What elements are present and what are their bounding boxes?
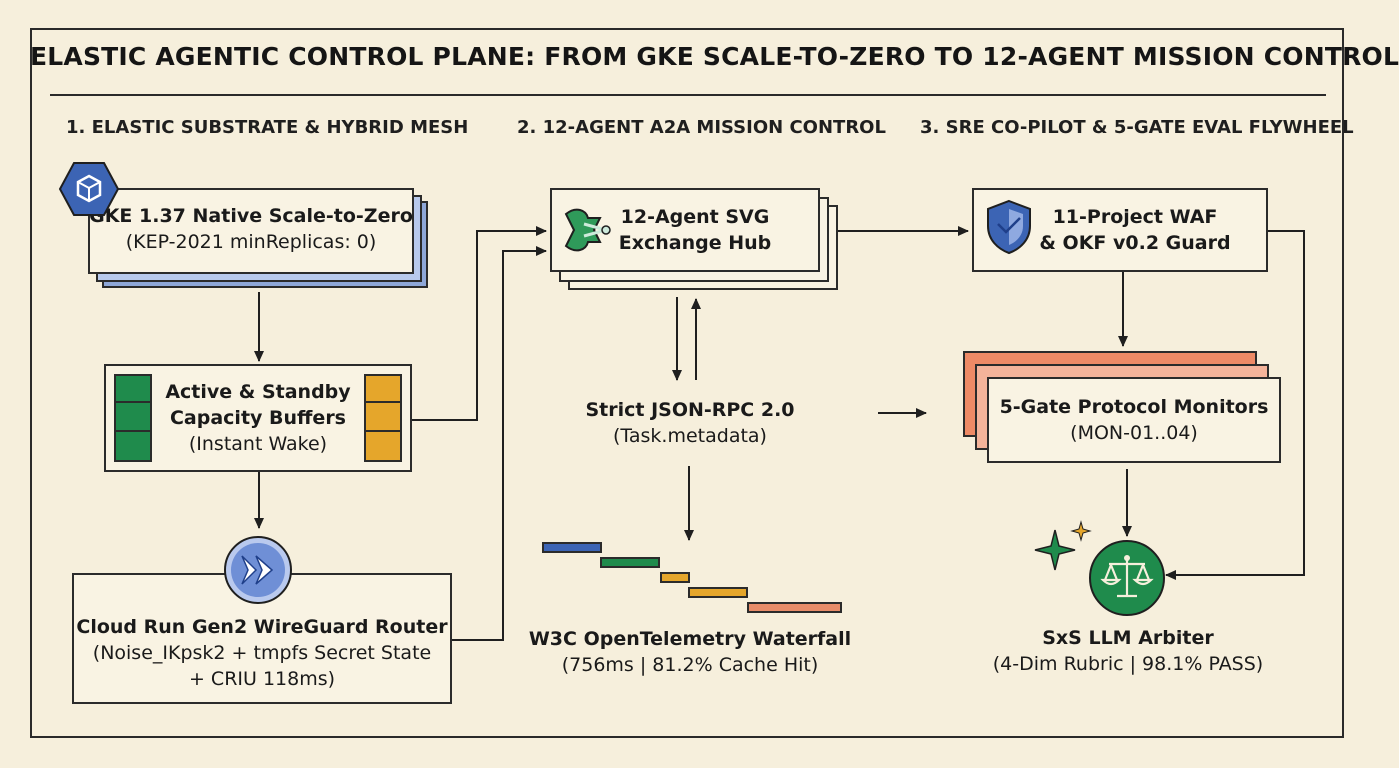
hub-title-line2: Exchange Hub: [618, 232, 772, 254]
router-title: Cloud Run Gen2 WireGuard Router: [76, 616, 448, 638]
jsonrpc-label: Strict JSON-RPC 2.0 (Task.metadata): [560, 397, 820, 449]
router-sub-line1: (Noise_IKpsk2 + tmpfs Secret State: [92, 642, 432, 664]
router-sub-line2: + CRIU 118ms): [188, 668, 336, 690]
buffer-cell: [114, 403, 152, 432]
buffer-cell: [364, 403, 402, 432]
buffer-cell: [114, 432, 152, 462]
gke-hexagon-icon: [58, 162, 120, 216]
active-buffer-stack: [114, 374, 152, 462]
arbiter-label: SxS LLM Arbiter (4-Dim Rubric | 98.1% PA…: [990, 625, 1266, 677]
gke-node-label: GKE 1.37 Native Scale-to-Zero (KEP-2021 …: [88, 203, 414, 255]
monitors-node-label: 5-Gate Protocol Monitors (MON-01..04): [987, 394, 1281, 446]
buffers-node: [104, 364, 412, 472]
waf-title-line1: 11-Project WAF: [1052, 206, 1218, 228]
cloud-run-icon: [224, 536, 292, 604]
diagram-title: ELASTIC AGENTIC CONTROL PLANE: FROM GKE …: [30, 42, 1399, 71]
a2a-exchange-icon: [564, 208, 612, 252]
waterfall-bar: [600, 557, 660, 568]
title-divider: [50, 94, 1326, 96]
gke-node: [88, 188, 414, 274]
buffers-node-label: Active & Standby Capacity Buffers (Insta…: [158, 379, 358, 457]
monitors-sub: (MON-01..04): [1070, 422, 1198, 444]
waf-title-line2: & OKF v0.2 Guard: [1039, 232, 1231, 254]
gke-node-sub: (KEP-2021 minReplicas: 0): [125, 231, 377, 253]
jsonrpc-title: Strict JSON-RPC 2.0: [585, 399, 795, 421]
hub-title-line1: 12-Agent SVG: [620, 206, 770, 228]
waterfall-bar: [542, 542, 602, 553]
hub-node-label: 12-Agent SVG Exchange Hub: [605, 204, 785, 256]
gke-node-title: GKE 1.37 Native Scale-to-Zero: [89, 205, 413, 227]
monitors-title: 5-Gate Protocol Monitors: [999, 396, 1269, 418]
column-heading-1: 1. ELASTIC SUBSTRATE & HYBRID MESH: [66, 117, 469, 138]
hub-node: [550, 188, 820, 272]
monitors-node: [987, 377, 1281, 463]
waterfall-bar: [747, 602, 842, 613]
waterfall-sub: (756ms | 81.2% Cache Hit): [561, 654, 819, 676]
router-node-label: Cloud Run Gen2 WireGuard Router (Noise_I…: [72, 614, 452, 692]
waterfall-label: W3C OpenTelemetry Waterfall (756ms | 81.…: [520, 626, 860, 678]
shield-icon: [987, 199, 1031, 255]
buffer-cell: [114, 374, 152, 403]
sparkle-icon: [1034, 520, 1092, 571]
scales-icon: [1089, 540, 1165, 616]
waterfall-bar: [688, 587, 748, 598]
arbiter-title: SxS LLM Arbiter: [1042, 627, 1214, 649]
diagram-frame: [30, 28, 1344, 738]
waf-node-label: 11-Project WAF & OKF v0.2 Guard: [1035, 204, 1235, 256]
buffers-title-line2: Capacity Buffers: [169, 407, 346, 429]
buffer-cell: [364, 374, 402, 403]
arbiter-sub: (4-Dim Rubric | 98.1% PASS): [992, 653, 1264, 675]
buffers-title-line1: Active & Standby: [165, 381, 351, 403]
waterfall-bar: [660, 572, 690, 583]
jsonrpc-sub: (Task.metadata): [613, 425, 767, 447]
standby-buffer-stack: [364, 374, 402, 462]
column-heading-2: 2. 12-AGENT A2A MISSION CONTROL: [517, 117, 886, 138]
buffer-cell: [364, 432, 402, 462]
waterfall-title: W3C OpenTelemetry Waterfall: [528, 628, 852, 650]
buffers-sub: (Instant Wake): [188, 433, 328, 455]
column-heading-3: 3. SRE CO-PILOT & 5-GATE EVAL FLYWHEEL: [920, 117, 1354, 138]
